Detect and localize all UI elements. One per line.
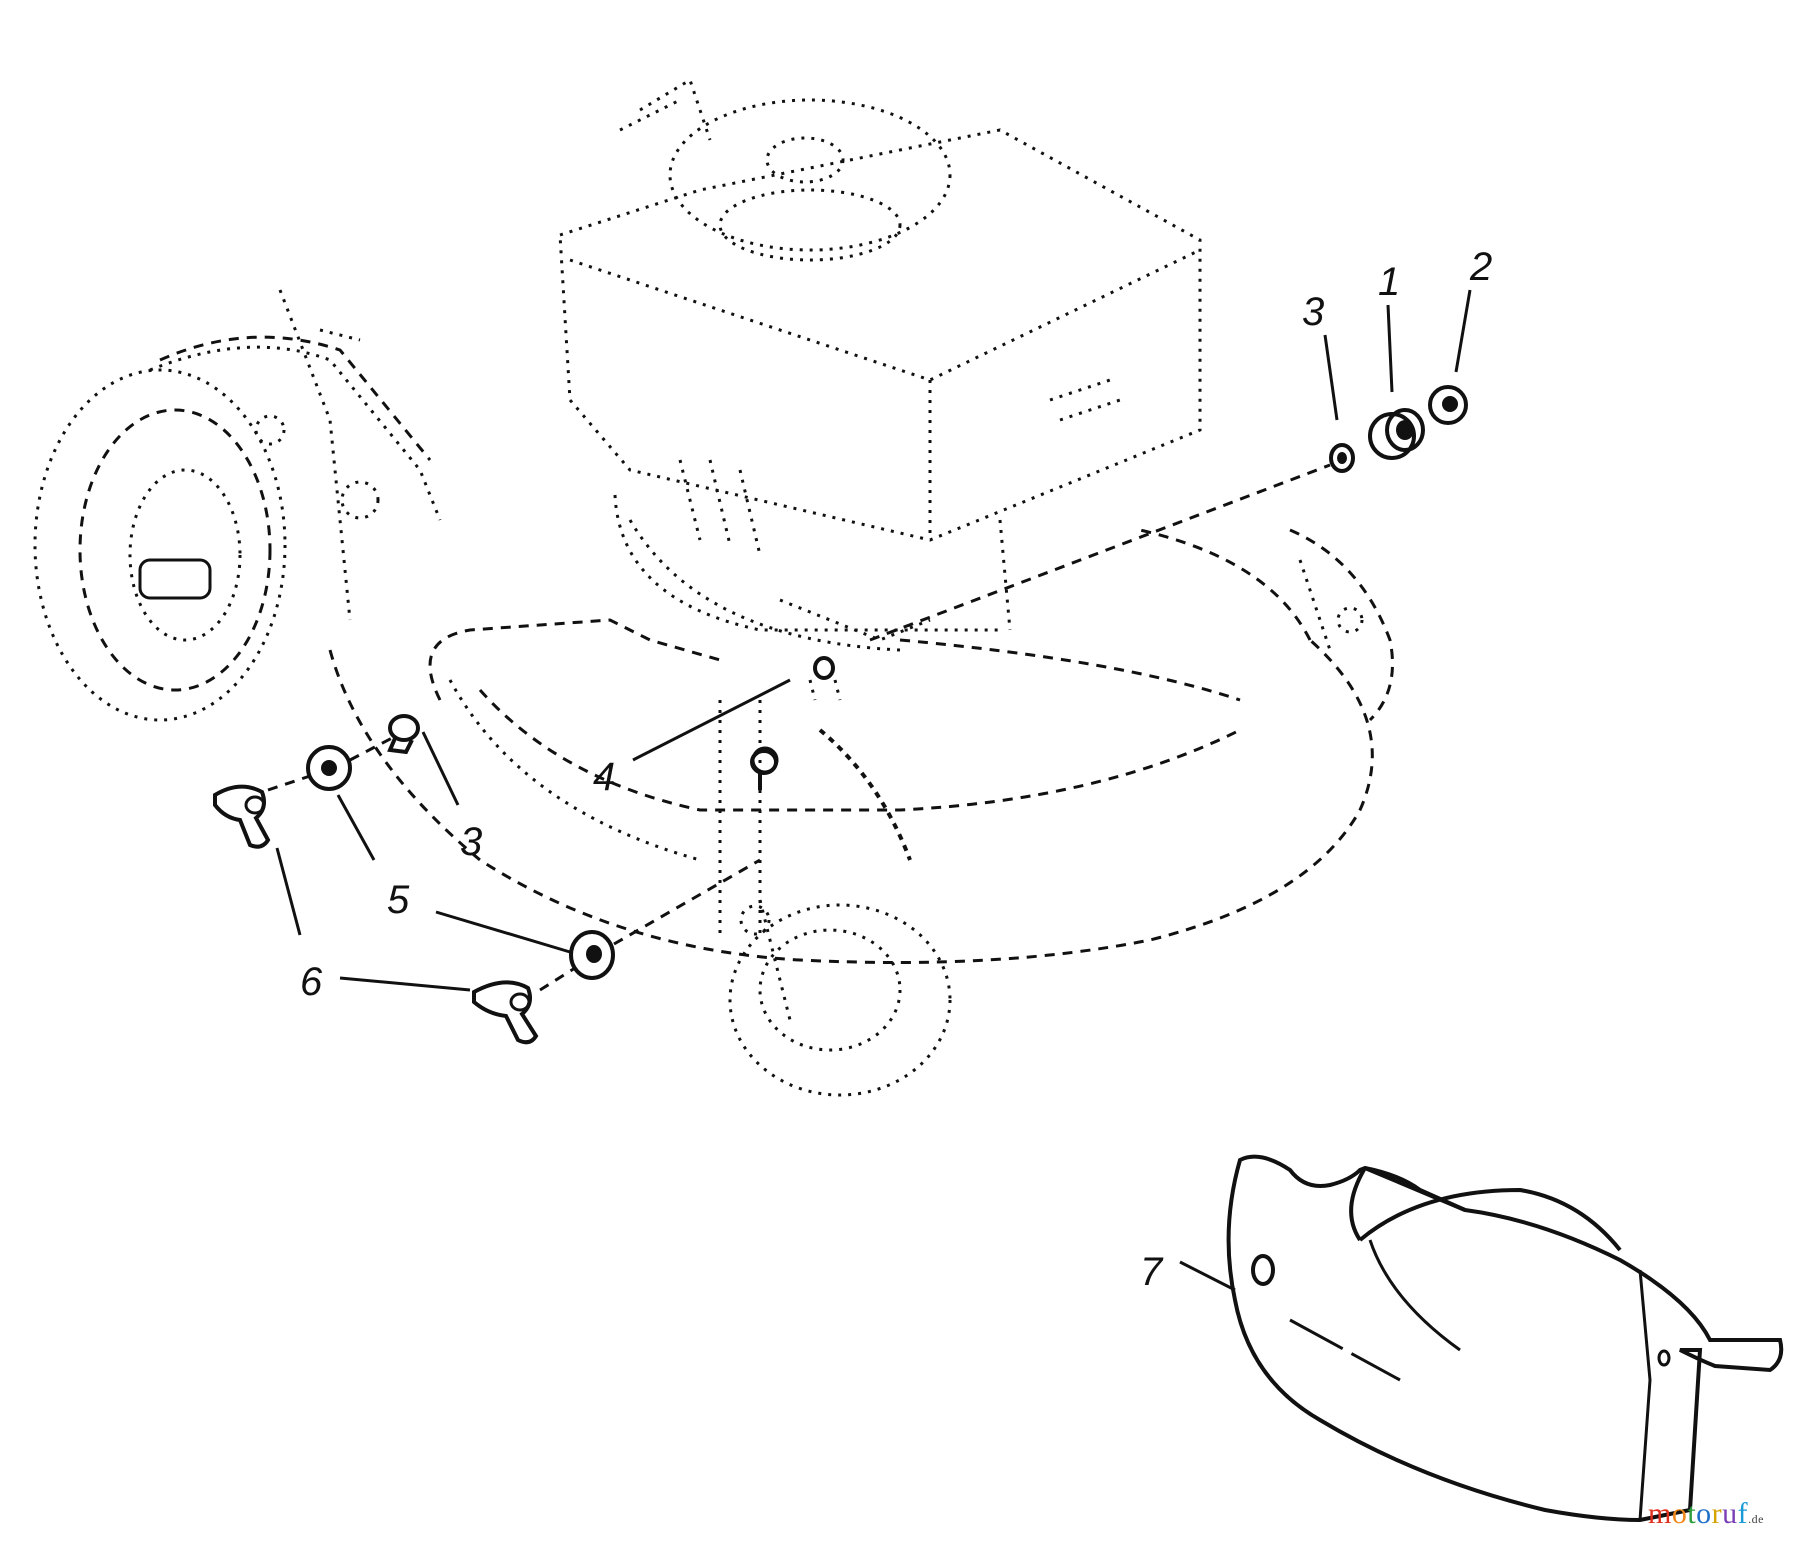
washer-part-5-centre <box>569 930 615 980</box>
callout-labels: 3 1 2 4 3 5 6 7 <box>300 245 1492 1294</box>
washer-part-3-top <box>1329 443 1355 473</box>
wing-nut-part-6-left <box>213 784 271 849</box>
callout-part-4: 4 <box>593 755 615 799</box>
height-adjust-bracket <box>718 700 912 940</box>
engine-housing <box>558 77 1202 556</box>
callout-part-7: 7 <box>1140 1250 1164 1294</box>
watermark-logo: motoruf.de <box>1648 1497 1764 1531</box>
watermark-letter: u <box>1722 1497 1738 1530</box>
bolt-part-3-centre <box>750 749 778 790</box>
rear-wheel <box>33 368 287 722</box>
callout-part-5: 5 <box>387 878 410 922</box>
callout-part-3-top: 3 <box>1302 290 1324 334</box>
spacer-part-1 <box>1368 408 1425 460</box>
mower-assembly <box>33 77 1394 1097</box>
watermark-suffix: .de <box>1748 1512 1764 1526</box>
watermark-letter: f <box>1737 1497 1749 1530</box>
discharge-chute-part-7 <box>1226 1154 1784 1523</box>
mower-deck <box>328 528 1394 964</box>
assembly-axis-upper <box>869 463 1331 642</box>
engine-base <box>613 494 1012 652</box>
washer-part-5-left <box>306 745 352 791</box>
leader-lines <box>275 289 1472 1292</box>
front-wheel <box>728 899 952 1097</box>
callout-part-1: 1 <box>1378 260 1400 304</box>
watermark-letter: m <box>1647 1497 1672 1530</box>
watermark-letter: o <box>1696 1497 1712 1530</box>
assembly-axis-left <box>267 736 393 792</box>
callout-part-3-bottom: 3 <box>460 820 482 864</box>
handle-bracket <box>149 289 442 621</box>
assembly-axis-centre <box>539 858 761 992</box>
callout-part-2: 2 <box>1469 245 1492 289</box>
callout-part-6: 6 <box>300 960 323 1004</box>
hardware-parts <box>213 385 1468 1045</box>
nut-part-2 <box>1428 385 1468 425</box>
watermark-letter: t <box>1687 1497 1697 1530</box>
watermark-brand: motoruf <box>1648 1497 1748 1530</box>
watermark-letter: r <box>1711 1497 1723 1530</box>
watermark-letter: o <box>1671 1497 1688 1530</box>
wing-nut-part-6-centre <box>472 980 539 1045</box>
pin-part-4 <box>808 656 842 701</box>
bolt-part-3-bottom <box>387 714 420 755</box>
